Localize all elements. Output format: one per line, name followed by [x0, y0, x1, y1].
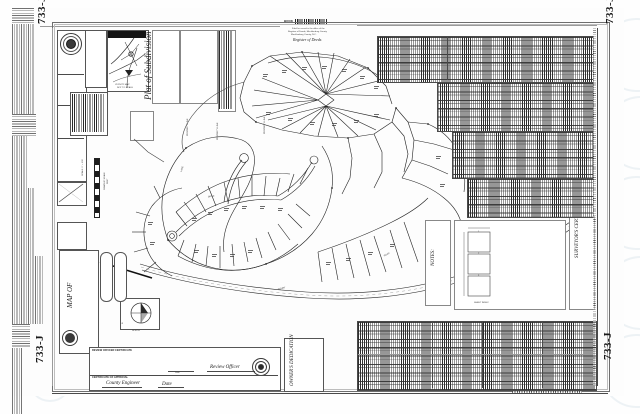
- title-block-text-upper: [12, 8, 34, 24]
- county-seal-mid: [63, 36, 79, 52]
- surveyor-seal-inner: [65, 333, 75, 343]
- title-block-text-vertical-3: [12, 78, 34, 100]
- vicinity-map-roads: [108, 37, 146, 89]
- main-title-block-text: [12, 348, 22, 414]
- curve-table-top-right: [377, 36, 594, 83]
- north-arrow-icon: [130, 302, 152, 324]
- certification-date-rule: [168, 371, 194, 372]
- notes-block-certificate: [180, 30, 218, 104]
- corner-mark-top-right: 733-J: [604, 0, 616, 24]
- vicinity-map-header-fill: [108, 31, 146, 38]
- curve-table-lower-right: [467, 178, 594, 218]
- line-table-bottom-split-3: [542, 322, 543, 388]
- sheet-index-text: [12, 100, 34, 114]
- plat-sheet: BOOK Filed for record in the office of t…: [12, 0, 624, 414]
- certification-signature-rule: [207, 371, 255, 372]
- callout-note-text: [12, 324, 30, 348]
- certification-signature: Review Officer: [210, 365, 240, 370]
- right-edge-ticks: [593, 28, 596, 386]
- book-label: BOOK: [284, 19, 293, 23]
- recorder-signature: Register of Deeds: [293, 37, 322, 42]
- sheet-border-inner: [54, 24, 608, 390]
- sheet-key-cell-2: 2: [478, 253, 480, 255]
- note-pill-engineer: [114, 252, 127, 302]
- line-table-bottom: [357, 321, 597, 391]
- vicinity-map-note: NOT TO SCALE: [117, 87, 133, 89]
- graphic-scale-bar: [94, 158, 100, 218]
- certification-divider: [90, 375, 278, 376]
- sheet-key-diagram-box: [454, 220, 566, 310]
- curve-table-upper-right: [437, 82, 594, 132]
- data-table-left-lower-fill: [72, 94, 104, 132]
- header-rule-right: [357, 25, 597, 26]
- corner-mark-top-left: 733-J: [36, 0, 48, 24]
- surveyor-stamp-text: [12, 114, 36, 136]
- line-table-bottom-split-2: [482, 322, 483, 388]
- legend-entries: [12, 136, 28, 188]
- certification-second-sig-rule: [102, 387, 142, 388]
- sheet-index-diagonal-icon: [58, 183, 84, 203]
- curve-table-mid-right: [452, 131, 594, 179]
- title-block-divider-3: [58, 138, 84, 139]
- line-table-caption: [512, 391, 582, 394]
- notes-block-general-text: [12, 188, 34, 256]
- certification-second-signature: County Engineer: [106, 381, 141, 386]
- notary-seal-mid: [255, 361, 267, 373]
- title-block-divider-1: [58, 74, 84, 75]
- north-arrow-label: N: [122, 322, 124, 324]
- surveyor-stamp-box: [57, 222, 87, 250]
- sheet-key-title: SHEET INDEX: [474, 302, 489, 304]
- callout-leader-line: [133, 138, 165, 163]
- corner-mark-bottom-left: 733-J: [34, 334, 46, 363]
- north-arrow-caption: NORTH: [132, 330, 140, 332]
- surveyor-certificate-panel: [569, 216, 595, 310]
- sheet-title: MAP OF: [66, 282, 74, 308]
- sheet-bottom-rule: [52, 393, 608, 395]
- recording-note-line-1: Filed for record in the office of the: [292, 28, 325, 30]
- line-table-bottom-row-rule: [358, 354, 594, 355]
- notes-block-small-left: [425, 220, 451, 306]
- notary-seal-inner: [258, 364, 264, 370]
- left-edge-rule: [52, 28, 53, 386]
- callout-note-box: [130, 111, 154, 141]
- owner-dedication-signature: OWNER'S DEDICATION: [290, 334, 295, 386]
- notes-block-general: [152, 30, 180, 104]
- notes-block-dedication-text: [219, 31, 233, 109]
- certification-heading: REVIEW OFFICER CERTIFICATE: [92, 349, 133, 352]
- sheet-key-cell-1: 1: [478, 231, 480, 233]
- notes-block-certificate-text: [12, 256, 44, 324]
- certification-second-heading: CERTIFICATE OF APPROVAL: [92, 376, 129, 379]
- note-pill-owner: [100, 252, 113, 302]
- legend-box: [85, 30, 107, 88]
- certification-block: [89, 347, 281, 391]
- header-rule-left: [40, 26, 280, 27]
- county-seal-outer: [60, 33, 82, 55]
- title-block-text-vertical-2: [12, 50, 34, 78]
- line-table-bottom-split-1: [432, 322, 433, 388]
- certification-date-label: Date: [175, 372, 180, 374]
- county-seal-inner: [66, 39, 76, 49]
- recording-stamp-redaction: [295, 19, 327, 24]
- surveyor-seal: [62, 330, 78, 346]
- sheet-key-diagram: [463, 227, 491, 297]
- vicinity-map-title: VICINITY MAP: [115, 84, 130, 86]
- sheet-key-cell-3: 3: [478, 275, 480, 277]
- owner-dedication-panel: [284, 338, 324, 392]
- notes-block-small-left-title: NOTES:: [431, 249, 436, 266]
- recording-note-line-3: Mecklenburg County, N.C.: [291, 34, 317, 36]
- certification-second-date-rule: [158, 387, 184, 388]
- right-edge-tick-rule: [597, 28, 598, 386]
- curve-table-top-right-split: [447, 37, 448, 80]
- certification-second-date: Date: [162, 382, 172, 387]
- title-block-text-vertical: [12, 24, 34, 50]
- recording-note-line-2: Register of Deeds, Mecklenburg County: [288, 31, 327, 33]
